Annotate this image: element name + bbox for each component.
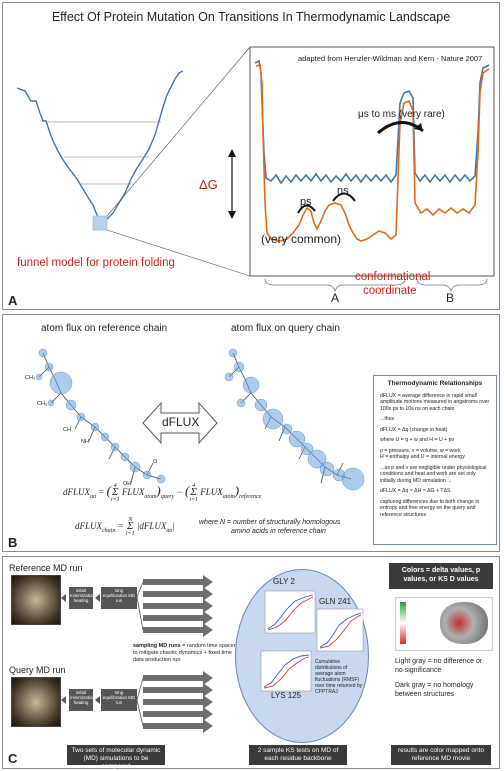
colorbar [400,602,406,644]
source-note: adapted from Henzler-Wildman and Kern - … [298,54,482,63]
panel-c-letter: C [8,751,17,766]
atom-label-ch3: CH₃ [25,375,35,382]
panel-a: Effect Of Protein Mutation On Transition… [2,2,500,310]
structure-render [440,602,488,644]
funnel-highlight [93,216,107,230]
bottom-caption-3: results are color mapped onto reference … [391,745,491,765]
ps-label: ps [300,196,312,208]
very-common-label: (very common) [261,232,341,246]
funnel-caption: funnel model for protein folding [17,257,175,269]
region-a-label: A [331,291,339,305]
atom-label-o: O [153,459,157,466]
dflux-label: dFLUX [162,415,199,429]
dark-gray-note: Dark gray = no homology between structur… [395,681,491,699]
coord-caption-1: conformational [355,271,430,283]
colormap-image [395,597,493,651]
thermo-line: dFLUX = Δq ≈ ΔH ≈ ΔG + TΔS [380,488,490,495]
bottom-caption-2: 2 sample KS tests on MD of each residue … [249,745,347,765]
light-gray-note: Light gray = no difference or no signifi… [395,657,491,675]
thermo-line: where U = q + w and H = U + pv [380,437,490,444]
thermo-line: capturing differences due to both change… [380,499,490,519]
sampling-note: sampling MD runs = random time spacer to… [133,643,237,664]
timescale-slow-label: μs to ms (very rare) [358,109,445,120]
thermo-box: Thermodynamic Relationships dFLUX = aver… [373,375,497,545]
atom-label-ch: CH [63,427,71,434]
thermo-line: dFLUX = average difference in rapid smal… [380,393,490,413]
thermo-title: Thermodynamic Relationships [380,381,490,388]
thermo-line: ...thus [380,416,490,423]
region-b-label: B [446,291,454,305]
coord-caption-2: coordinate [363,285,417,297]
thermo-line: ...as p and v are negligible under physi… [380,465,490,485]
funnel-profile [17,71,183,225]
thermo-line: H = enthalpy and U = internal energy [380,454,490,461]
atom-label-nh: NH [81,439,89,446]
formula-note-2: amino acids in reference chain [231,528,326,535]
colors-title-box: Colors = delta values, p values, or KS D… [389,563,493,589]
panel-c: Reference MD run Query MD run initial mi… [2,556,500,769]
atom-label-ch2: CH₂ [37,401,47,408]
thermo-line: dFLUX = Δq (change in heat) [380,427,490,434]
gln-label: GLN 241 [319,597,351,606]
panel-b: atom flux on reference chain atom flux o… [2,314,500,552]
bottom-caption-1: Two sets of molecular dynamic (MD) simul… [67,745,165,765]
panel-a-letter: A [8,293,17,308]
ns-label: ns [337,185,349,197]
formula-note-1: where N = number of structurally homolog… [199,519,340,526]
delta-g-label: ΔG [199,177,218,192]
lys-label: LYS 125 [271,691,301,700]
ks-caption: Cumulative distributions of average atom… [315,659,363,695]
panel-b-letter: B [8,535,17,550]
gly-label: GLY 2 [273,577,295,586]
